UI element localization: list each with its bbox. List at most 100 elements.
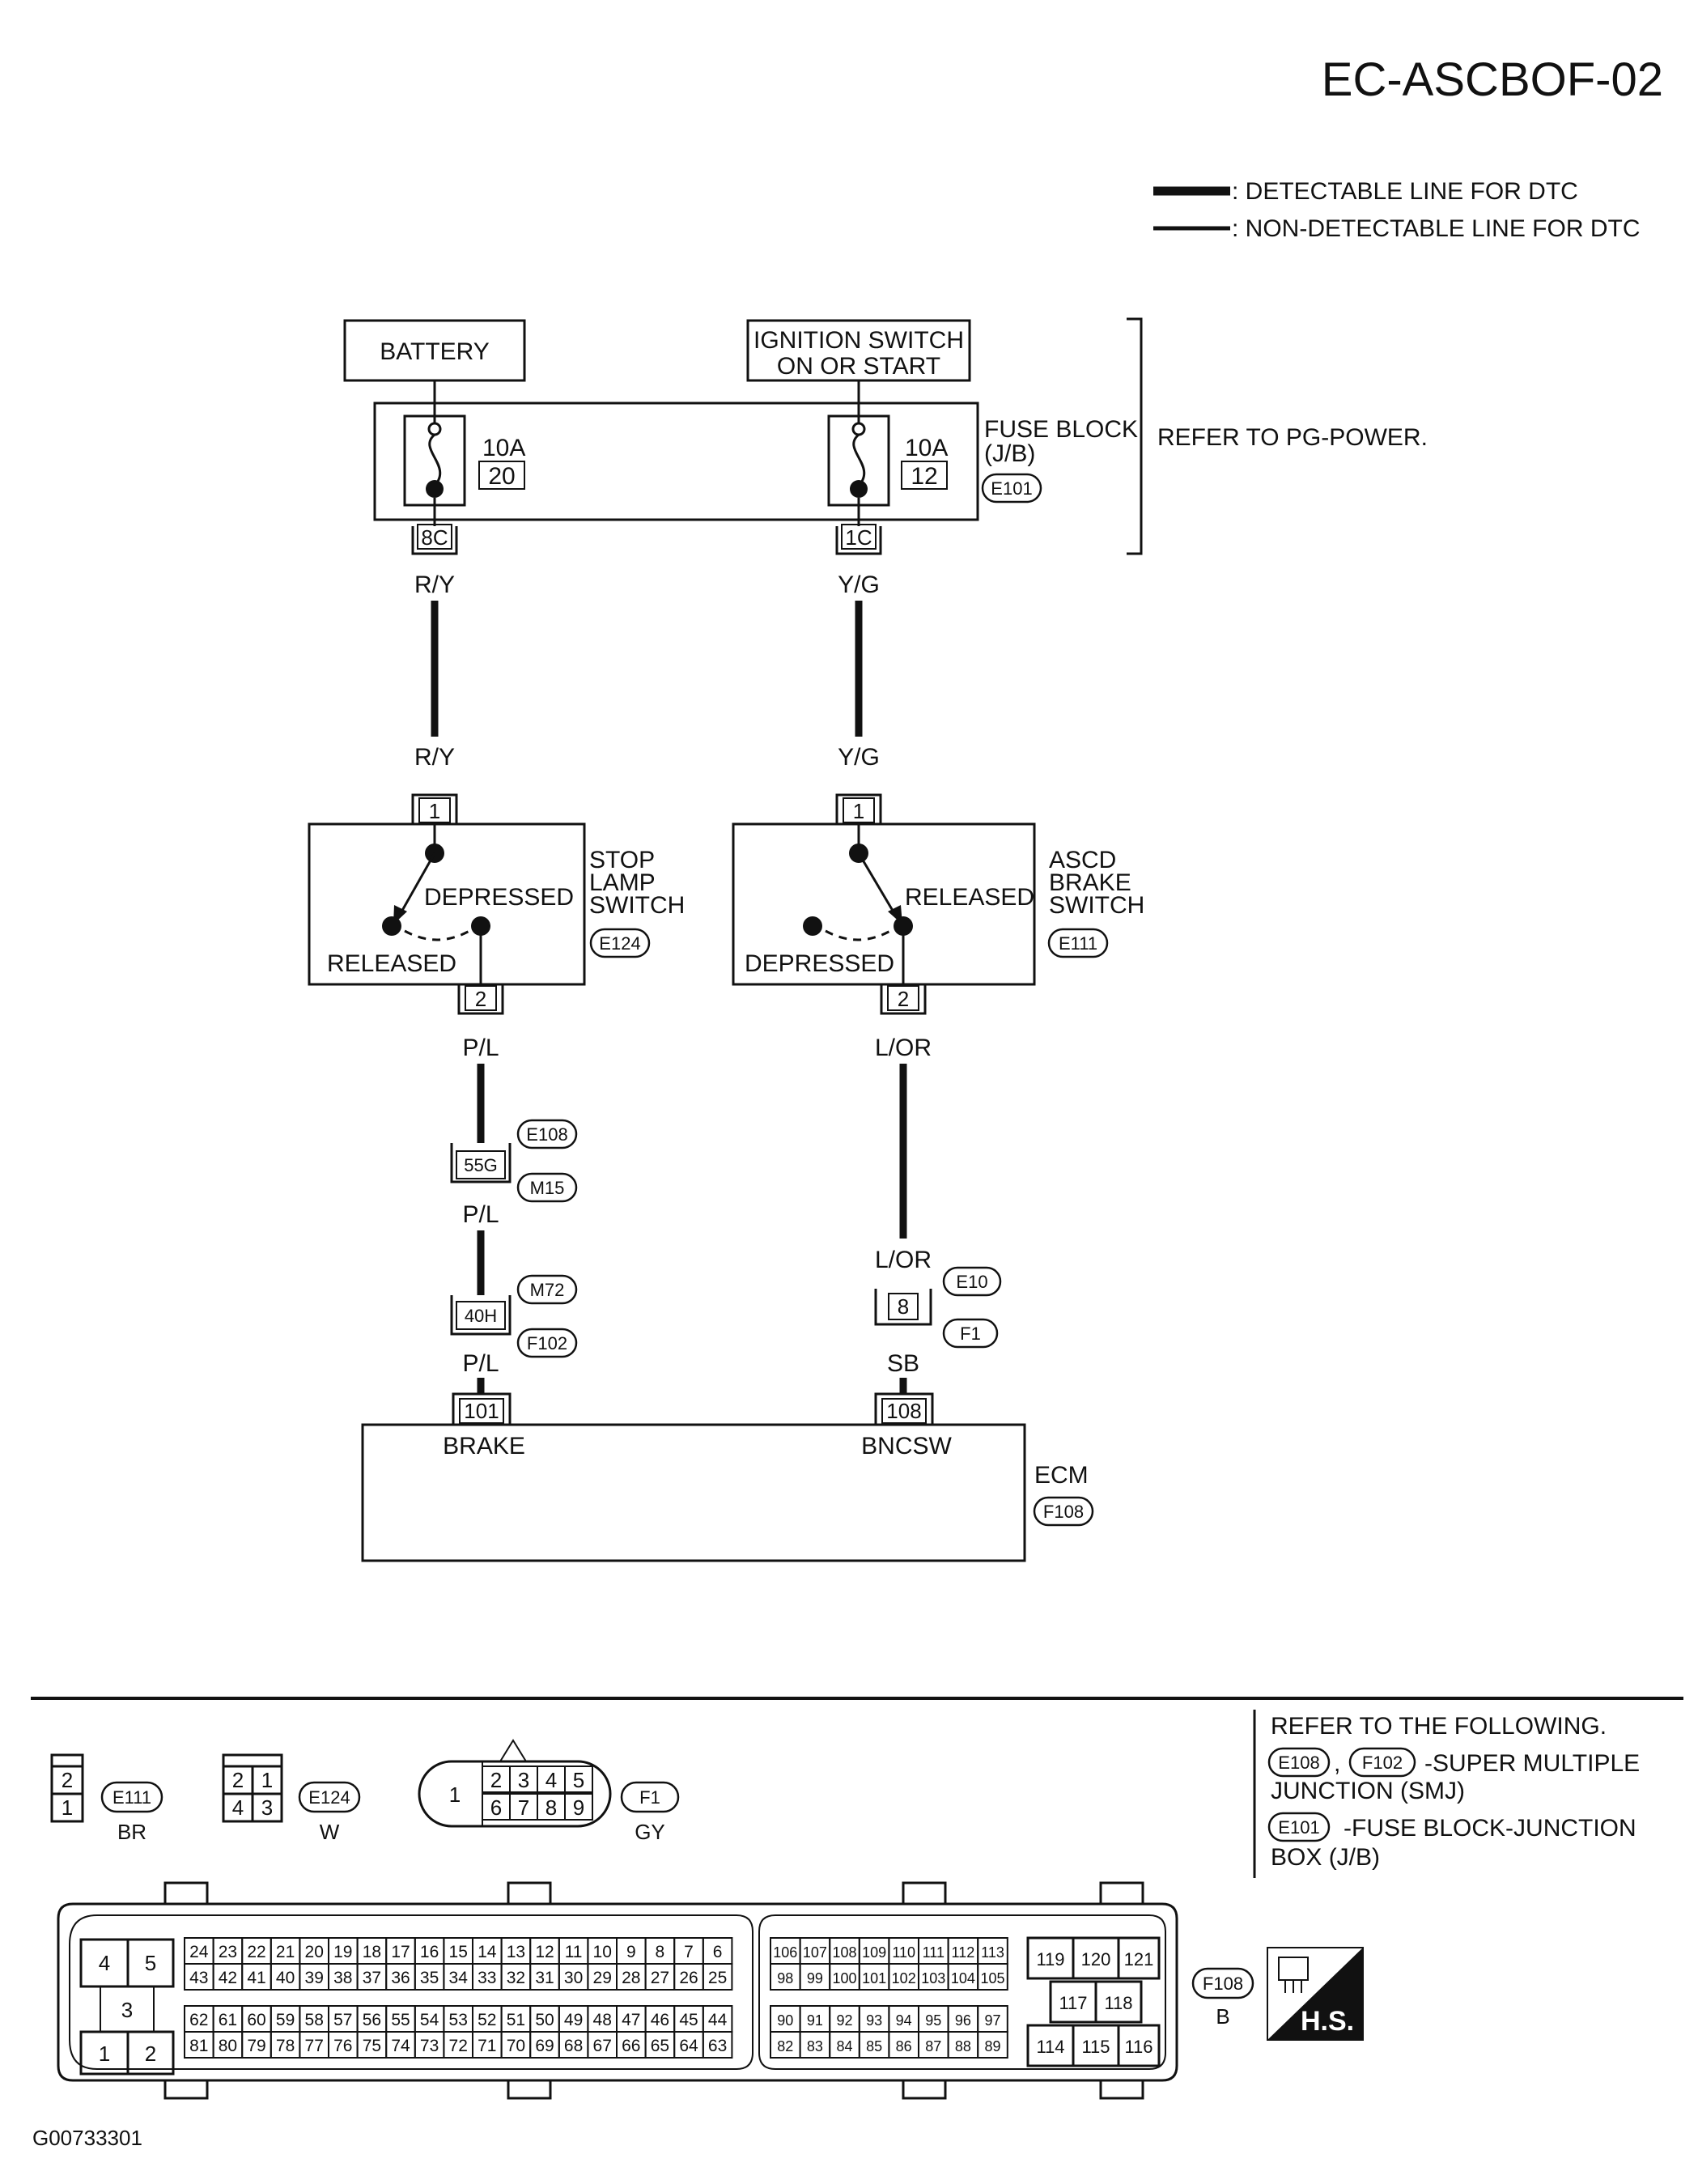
ascd-pin2-label: 2	[898, 987, 909, 1011]
f108-pin-label: 98	[777, 1970, 793, 1986]
f108-pin-label: 36	[391, 1969, 410, 1987]
wire-sb: SB	[887, 1350, 919, 1377]
ascd-state-released: RELEASED	[905, 884, 1034, 911]
f108-pin-label: 59	[276, 2011, 295, 2029]
f108-pin-label: 99	[807, 1970, 823, 1986]
junction-55g	[450, 1143, 512, 1183]
legend-detectable: : DETECTABLE LINE FOR DTC	[1232, 178, 1578, 205]
stop-lamp-pin2-label: 2	[475, 987, 486, 1011]
fuse-left	[403, 403, 466, 526]
wire-pl-3: P/L	[462, 1350, 499, 1377]
f108-pin-label: 45	[679, 2011, 698, 2029]
f1-id: F1	[639, 1787, 660, 1808]
f108-pin-label: 77	[305, 2037, 324, 2055]
ascd-state-depressed: DEPRESSED	[745, 950, 894, 977]
f108-pin-3: 3	[121, 1998, 133, 2022]
legend: : DETECTABLE LINE FOR DTC : NON-DETECTAB…	[1153, 178, 1641, 242]
ascd-pin1-label: 1	[853, 799, 864, 823]
e111-color: BR	[117, 1820, 146, 1844]
f1-oval	[620, 1781, 680, 1813]
f108-pin-label: 28	[622, 1969, 640, 1987]
f108-pin-label: 106	[773, 1944, 797, 1961]
f108-pin-label: 22	[247, 1943, 265, 1961]
refer-e101: E101	[1278, 1817, 1319, 1838]
f1-color: GY	[635, 1820, 665, 1844]
ecm-conn-oval	[1033, 1496, 1094, 1527]
f108-pin-label: 75	[363, 2037, 381, 2055]
e111-id: E111	[112, 1787, 151, 1808]
f108-pin-label: 26	[679, 1969, 698, 1987]
junction-40h-label: 40H	[465, 1306, 497, 1326]
f108-pin-cell	[702, 1963, 733, 1991]
f108-pin-label: 110	[892, 1944, 915, 1961]
f108-pin-label: 91	[807, 2012, 823, 2029]
stop-lamp-label-3: SWITCH	[589, 892, 685, 919]
wire-pl-2: P/L	[462, 1201, 499, 1228]
f108-pin-label: 66	[622, 2037, 640, 2055]
ecm-pin-101	[452, 1392, 512, 1425]
wire-lor-1: L/OR	[875, 1035, 932, 1061]
stop-lamp-switch-box	[308, 822, 586, 986]
f108-pin-label: 86	[896, 2038, 912, 2054]
f108-pin-label: 29	[593, 1969, 612, 1987]
ascd-pin1	[835, 793, 882, 824]
wire-yg-top: Y/G	[838, 571, 880, 598]
e124-color: W	[320, 1820, 340, 1844]
refer-e108: E108	[1278, 1753, 1319, 1773]
ignition-label-2: ON OR START	[777, 353, 940, 380]
f108-pin-label: 6	[713, 1943, 723, 1961]
wire-lor-2: L/OR	[875, 1247, 932, 1273]
f108-pin-label: 76	[333, 2037, 352, 2055]
stop-lamp-pin1	[411, 793, 458, 824]
junction-e10-oval	[942, 1266, 1002, 1297]
f108-pin-label: 43	[189, 1969, 208, 1987]
f1-pin-1: 1	[449, 1782, 461, 1807]
f108-pin-label: 104	[951, 1970, 975, 1986]
refer-pg-power: REFER TO PG-POWER.	[1157, 424, 1428, 451]
f108-pin-label: 38	[333, 1969, 352, 1987]
f108-pin-label: 54	[420, 2011, 439, 2029]
f108-pin-4: 4	[99, 1951, 110, 1975]
f108-pin-label: 44	[708, 2011, 728, 2029]
terminal-1c	[835, 524, 882, 555]
f108-pin-label: 71	[478, 2037, 496, 2055]
f108-pin-label: 20	[305, 1943, 324, 1961]
f108-pin-label: 92	[836, 2012, 852, 2029]
f108-pin-label: 24	[189, 1943, 209, 1961]
legend-non-detectable: : NON-DETECTABLE LINE FOR DTC	[1232, 215, 1641, 242]
f108-pin-label: 80	[219, 2037, 237, 2055]
ascd-pin2	[880, 984, 927, 1015]
battery-label: BATTERY	[380, 338, 490, 365]
junction-40h	[450, 1295, 512, 1336]
f108-pin-label: 63	[708, 2037, 727, 2055]
ecm-sig-bncsw: BNCSW	[861, 1433, 952, 1460]
stop-lamp-conn-oval	[589, 928, 651, 958]
f108-pin-label: 16	[420, 1943, 439, 1961]
junction-f1-oval	[942, 1318, 999, 1349]
ascd-conn: E111	[1059, 933, 1097, 954]
refer-sep: ,	[1334, 1750, 1340, 1777]
stop-lamp-pin1-label: 1	[429, 799, 440, 823]
f108-pin-label: 53	[449, 2011, 468, 2029]
f108-pin-label: 88	[955, 2038, 971, 2054]
f108-pin-118: 118	[1104, 1993, 1132, 2013]
f108-pin-label: 83	[807, 2038, 823, 2054]
e124-oval	[298, 1781, 361, 1813]
ecm-pin-101-label: 101	[464, 1399, 499, 1423]
junction-e108: E108	[526, 1124, 567, 1145]
fuse-right	[827, 403, 890, 526]
f108-pin-label: 32	[507, 1969, 525, 1987]
f108-pin-label: 69	[535, 2037, 554, 2055]
connector-e124	[222, 1753, 283, 1823]
f108-pin-label: 34	[449, 1969, 469, 1987]
f108-pin-label: 15	[449, 1943, 468, 1961]
ecm-box	[361, 1423, 1026, 1562]
f108-pin-label: 70	[507, 2037, 525, 2055]
f108-pin-label: 27	[651, 1969, 669, 1987]
f108-color: B	[1216, 2004, 1229, 2029]
f108-pin-label: 97	[984, 2012, 1000, 2029]
ecm-sig-brake: BRAKE	[443, 1433, 525, 1460]
refer-e108-oval	[1267, 1747, 1331, 1778]
f108-pin-label: 81	[189, 2037, 208, 2055]
f108-pin-label: 51	[507, 2011, 525, 2029]
